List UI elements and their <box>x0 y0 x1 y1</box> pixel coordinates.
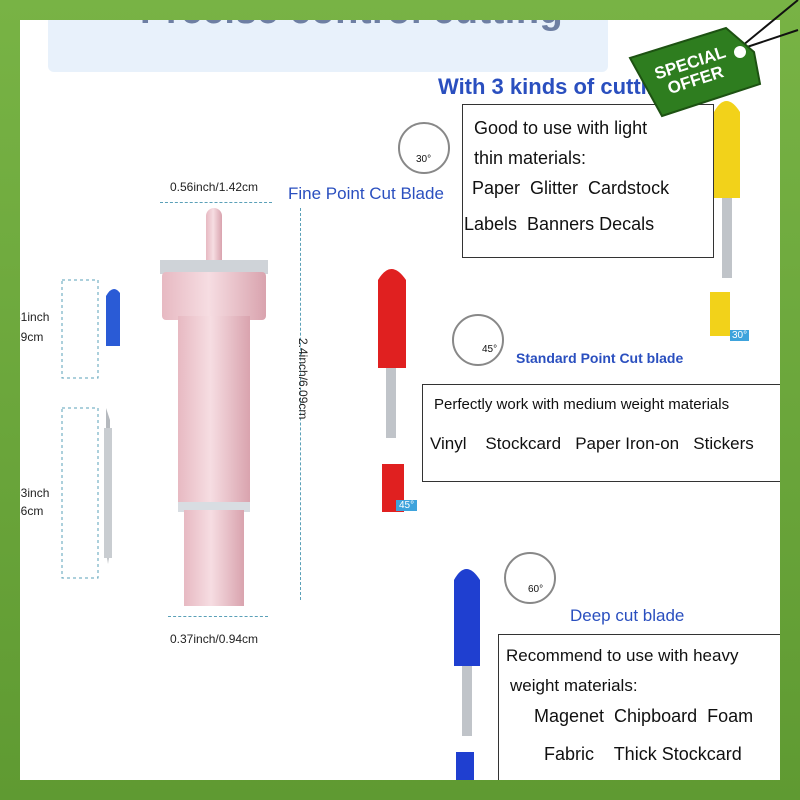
angle-icon-deep <box>504 552 556 604</box>
materials-box-deep <box>498 634 780 780</box>
deep-line-1: Recommend to use with heavy <box>506 646 739 665</box>
blue-swatch <box>456 752 474 780</box>
cap-dimension-a: 51inch <box>20 310 50 324</box>
red-blade-illustration <box>378 269 406 438</box>
yellow-swatch <box>710 292 730 336</box>
top-width-line <box>160 202 272 203</box>
blade-dimension-b: 36cm <box>20 504 44 518</box>
height-line <box>300 208 301 600</box>
yellow-swatch-angle: 30° <box>730 330 750 341</box>
banner-title: Precise control cutting <box>140 20 563 33</box>
angle-value-deep: 60° <box>528 584 544 595</box>
yellow-blade-illustration <box>714 101 740 278</box>
left-blade-illustration <box>61 279 120 579</box>
bottom-width-label: 0.37inch/0.94cm <box>170 632 259 646</box>
special-offer-tag <box>628 0 799 118</box>
blade-title-fine: Fine Point Cut Blade <box>288 184 444 203</box>
blade-title-standard: Standard Point Cut blade <box>516 350 684 366</box>
materials-box-fine <box>462 104 714 258</box>
top-width-label: 0.56inch/1.42cm <box>170 180 259 194</box>
fine-line-1: Good to use with light <box>474 118 648 138</box>
pink-housing-illustration <box>160 208 268 606</box>
standard-line-2: Vinyl Stockcard Paper Iron-on Stickers <box>430 434 754 453</box>
cap-dimension-b: 29cm <box>20 330 44 344</box>
red-swatch-angle: 45° <box>396 500 418 511</box>
fine-line-2: thin materials: <box>474 148 587 168</box>
blade-title-deep: Deep cut blade <box>570 606 685 625</box>
product-panel: Precise control cutting With 3 kinds of … <box>20 20 780 780</box>
blade-dimension-a: 93inch <box>20 486 50 500</box>
standard-line-1: Perfectly work with medium weight materi… <box>434 396 730 413</box>
blue-blade-illustration <box>454 569 480 736</box>
deep-line-3: Magenet Chipboard Foam <box>534 706 754 726</box>
deep-line-4: Fabric Thick Stockcard <box>544 744 742 764</box>
angle-value-fine: 30° <box>416 154 432 165</box>
height-label: 2.4inch/6.09cm <box>296 338 310 420</box>
title-banner <box>48 20 608 72</box>
materials-box-standard <box>422 384 780 482</box>
fine-line-4: Labels Banners Decals <box>464 214 655 234</box>
fine-line-3: Paper Glitter Cardstock <box>472 178 670 198</box>
angle-value-standard: 45° <box>482 344 498 355</box>
angle-icon-fine <box>398 122 450 174</box>
angle-icon-standard <box>452 314 504 366</box>
bottom-width-line <box>168 616 268 617</box>
deep-line-2: weight materials: <box>510 676 638 695</box>
